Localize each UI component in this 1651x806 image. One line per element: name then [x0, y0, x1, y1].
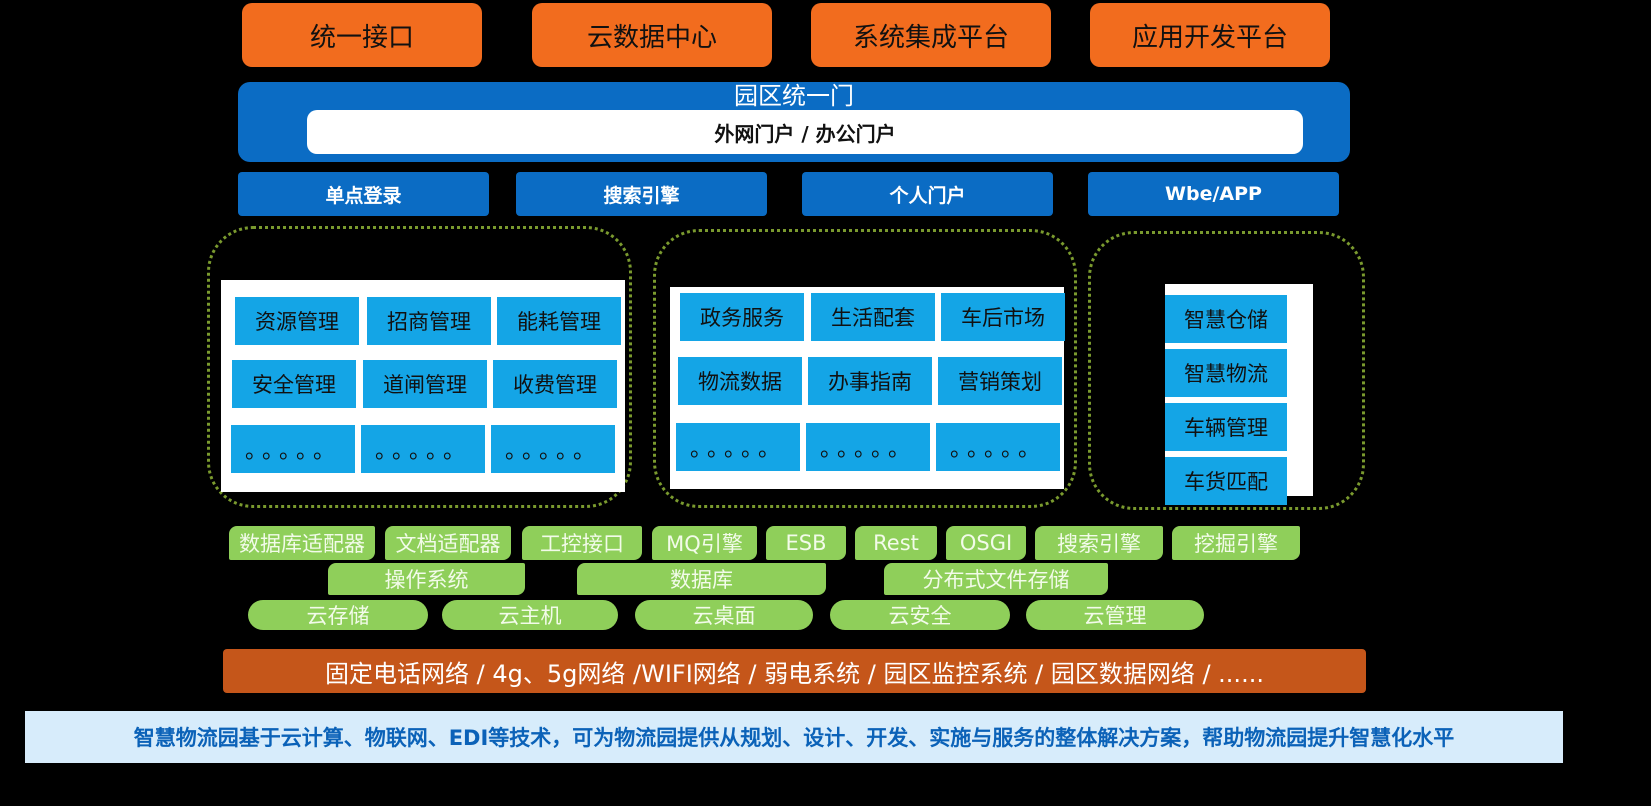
cell-aftermarket: 车后市场	[941, 293, 1065, 341]
cell-living-facilities: 生活配套	[811, 293, 935, 341]
cell-cargo-matching: 车货匹配	[1165, 457, 1287, 505]
cell-safety-mgmt: 安全管理	[232, 360, 356, 408]
cell-logistics-data: 物流数据	[678, 357, 802, 405]
mw-doc-adapter: 文档适配器	[385, 526, 511, 560]
access-search: 搜索引擎	[516, 172, 767, 216]
cell-more: 。。。。。	[676, 423, 800, 471]
app-group-services	[653, 229, 1077, 508]
cell-more: 。。。。。	[806, 423, 930, 471]
cell-energy-mgmt: 能耗管理	[497, 297, 621, 345]
cell-service-guide: 办事指南	[808, 357, 932, 405]
mw-search-engine: 搜索引擎	[1035, 526, 1163, 560]
cell-gate-mgmt: 道闸管理	[363, 360, 487, 408]
cell-government-service: 政务服务	[680, 293, 804, 341]
cloud-security: 云安全	[830, 600, 1010, 630]
portal-title: 园区统一门	[734, 82, 854, 110]
platform-distributed-storage: 分布式文件存储	[884, 563, 1108, 595]
access-sso: 单点登录	[238, 172, 489, 216]
mw-esb: ESB	[766, 526, 846, 560]
mw-mining-engine: 挖掘引擎	[1172, 526, 1300, 560]
cell-more: 。。。。。	[491, 425, 615, 473]
cell-smart-logistics: 智慧物流	[1165, 349, 1287, 397]
mw-osgi: OSGI	[946, 526, 1026, 560]
cell-more: 。。。。。	[231, 425, 355, 473]
app-group-management	[207, 226, 632, 508]
cell-resource-mgmt: 资源管理	[235, 297, 359, 345]
cloud-management: 云管理	[1026, 600, 1204, 630]
mw-db-adapter: 数据库适配器	[229, 526, 375, 560]
cell-vehicle-mgmt: 车辆管理	[1165, 403, 1287, 451]
cell-more: 。。。。。	[361, 425, 485, 473]
top-module-dev-platform: 应用开发平台	[1090, 3, 1330, 67]
cloud-desktop: 云桌面	[635, 600, 813, 630]
cell-investment-mgmt: 招商管理	[367, 297, 491, 345]
access-personal-portal: 个人门户	[802, 172, 1053, 216]
top-module-cloud-data: 云数据中心	[532, 3, 772, 67]
platform-os: 操作系统	[328, 563, 525, 595]
top-module-integration: 系统集成平台	[811, 3, 1051, 67]
access-web-app: Wbe/APP	[1088, 172, 1339, 216]
top-module-interface: 统一接口	[242, 3, 482, 67]
cell-fee-mgmt: 收费管理	[493, 360, 617, 408]
portal-panel: 园区统一门 外网门户 / 办公门户	[238, 82, 1350, 162]
cell-smart-warehouse: 智慧仓储	[1165, 295, 1287, 343]
cell-more: 。。。。。	[936, 423, 1060, 471]
mw-rest: Rest	[855, 526, 937, 560]
portal-subtitle-bar: 外网门户 / 办公门户	[307, 110, 1303, 154]
cell-marketing: 营销策划	[938, 357, 1062, 405]
cloud-host: 云主机	[442, 600, 618, 630]
cloud-storage: 云存储	[248, 600, 428, 630]
platform-database: 数据库	[577, 563, 826, 595]
network-bar: 固定电话网络 / 4g、5g网络 /WIFI网络 / 弱电系统 / 园区监控系统…	[223, 649, 1366, 693]
app-group-smart-logistics	[1088, 231, 1365, 510]
mw-industrial-interface: 工控接口	[522, 526, 642, 560]
footer-description: 智慧物流园基于云计算、物联网、EDI等技术，可为物流园提供从规划、设计、开发、实…	[25, 711, 1563, 763]
mw-mq-engine: MQ引擎	[652, 526, 757, 560]
